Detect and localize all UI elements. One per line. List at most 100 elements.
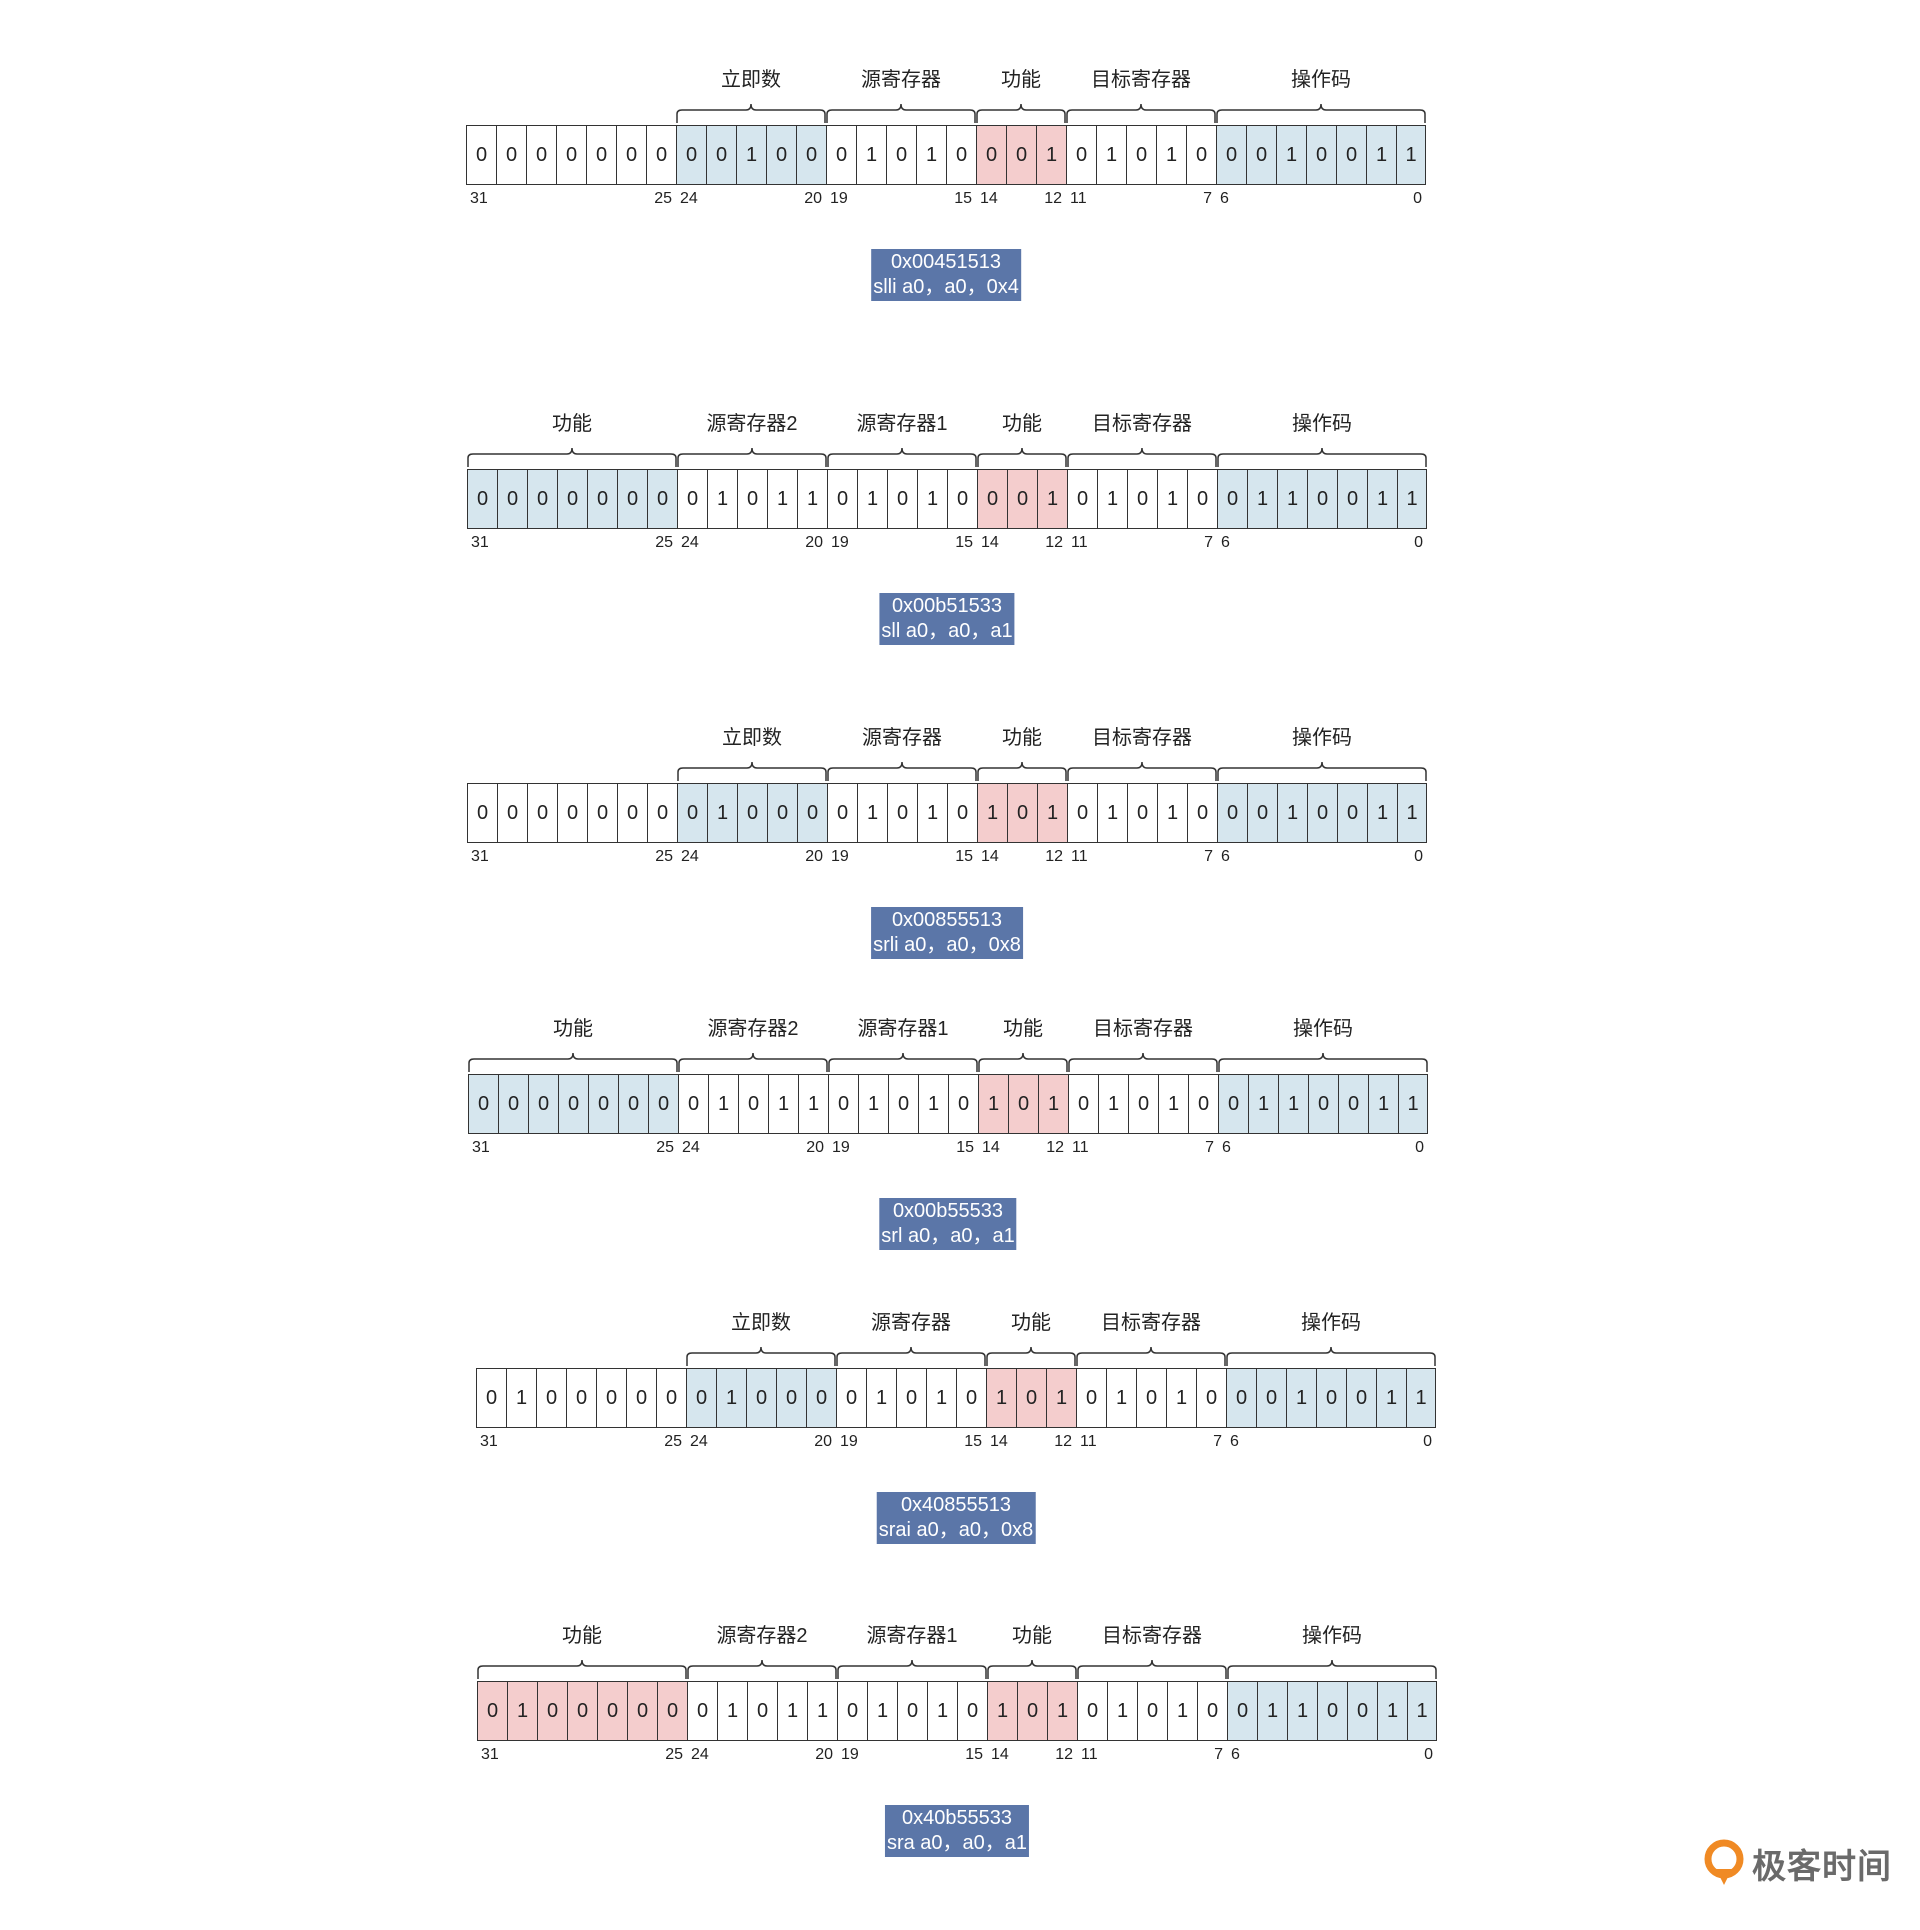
bit-cell: 0: [466, 125, 496, 185]
bit-cell: 1: [917, 783, 947, 843]
bit-cell: 0: [498, 1074, 528, 1134]
field-brace: [1068, 1052, 1218, 1072]
bit-cell: 0: [837, 1681, 867, 1741]
bit-cell: 1: [1367, 469, 1397, 529]
bit-index-label: 31: [472, 1139, 490, 1156]
bit-cell: 1: [1097, 469, 1127, 529]
bit-cell: 0: [587, 469, 617, 529]
bit-index-label: 12: [1054, 1433, 1072, 1450]
bit-cell: 1: [987, 1681, 1017, 1741]
bit-cell: 0: [1256, 1368, 1286, 1428]
bit-cell: 1: [1406, 1368, 1436, 1428]
bit-cell: 1: [708, 1074, 738, 1134]
field-braces: [686, 1346, 1436, 1366]
bit-cell: 0: [947, 469, 977, 529]
bit-cell: 1: [1376, 1368, 1406, 1428]
bit-cell: 1: [1287, 1681, 1317, 1741]
bit-cell: 1: [1047, 1681, 1077, 1741]
bit-cell: 1: [1377, 1681, 1407, 1741]
bit-cell: 1: [856, 125, 886, 185]
bit-cell: 1: [1276, 125, 1306, 185]
bit-cell: 0: [737, 783, 767, 843]
bit-cell: 0: [737, 469, 767, 529]
field-brace: [687, 1659, 837, 1679]
bit-index-label: 31: [471, 848, 489, 865]
bit-index-label: 20: [805, 848, 823, 865]
hex-encoding: 0x00451513: [890, 251, 1002, 273]
bit-cell: 0: [557, 469, 587, 529]
bit-cell: 1: [1167, 1681, 1197, 1741]
bit-cell: 0: [1126, 125, 1156, 185]
bit-index-label: 11: [1070, 190, 1087, 207]
bit-cell: 0: [1188, 1074, 1218, 1134]
field-brace: [837, 1659, 987, 1679]
bit-cell: 0: [677, 783, 707, 843]
field-label: 源寄存器: [861, 69, 941, 91]
field-brace: [686, 1346, 836, 1366]
field-label: 源寄存器1: [866, 1625, 958, 1647]
bit-index-label: 7: [1205, 1139, 1214, 1156]
bit-cell: 0: [767, 783, 797, 843]
bit-cell: 1: [1277, 469, 1307, 529]
field-label: 操作码: [1292, 727, 1352, 749]
bit-cell: 1: [1157, 469, 1187, 529]
bit-index-label: 19: [841, 1746, 859, 1763]
bit-cell: 0: [586, 125, 616, 185]
bit-cell: 0: [1307, 783, 1337, 843]
bit-index-label: 12: [1045, 848, 1063, 865]
bit-cell: 0: [1227, 1681, 1257, 1741]
bit-cell: 0: [1306, 125, 1336, 185]
bit-cell: 0: [1307, 469, 1337, 529]
bit-cell: 0: [1127, 783, 1157, 843]
bit-cell: 0: [536, 1368, 566, 1428]
field-label: 源寄存器1: [857, 1018, 949, 1040]
bit-cell: 0: [657, 1681, 687, 1741]
bit-index-label: 20: [805, 534, 823, 551]
watermark: 极客时间: [1702, 1838, 1892, 1888]
bit-cell: 1: [736, 125, 766, 185]
field-label: 操作码: [1301, 1312, 1361, 1334]
field-braces: [477, 1659, 1437, 1679]
bit-index-label: 31: [470, 190, 488, 207]
bit-cell: 0: [1016, 1368, 1046, 1428]
field-braces: [676, 103, 1426, 123]
assembly-text: srli a0，a0，0x8: [873, 934, 1021, 956]
bit-cell: 0: [1127, 469, 1157, 529]
bit-cell: 0: [796, 125, 826, 185]
field-brace: [467, 447, 677, 467]
field-label: 操作码: [1292, 413, 1352, 435]
bit-cell: 0: [947, 783, 977, 843]
bit-index-label: 15: [954, 190, 972, 207]
bit-cell: 1: [777, 1681, 807, 1741]
bit-cell: 0: [1128, 1074, 1158, 1134]
field-label: 源寄存器2: [707, 1018, 799, 1040]
bit-cell: 0: [1347, 1681, 1377, 1741]
field-label: 操作码: [1293, 1018, 1353, 1040]
field-label: 功能: [1002, 413, 1042, 435]
bit-cell: 1: [798, 1074, 828, 1134]
bit-index-label: 14: [991, 1746, 1009, 1763]
bit-index-label: 31: [471, 534, 489, 551]
bit-cell: 0: [1006, 125, 1036, 185]
bit-index-label: 7: [1213, 1433, 1222, 1450]
field-brace: [677, 447, 827, 467]
field-label: 目标寄存器: [1093, 1018, 1193, 1040]
bit-cell: 1: [858, 1074, 888, 1134]
bit-cell: 0: [1336, 125, 1366, 185]
bit-cell: 1: [926, 1368, 956, 1428]
assembly-text: slli a0，a0，0x4: [873, 276, 1019, 298]
bit-cell: 1: [707, 783, 737, 843]
assembly-text: srl a0，a0，a1: [881, 1225, 1015, 1247]
bit-cell: 0: [806, 1368, 836, 1428]
bit-cell: 0: [566, 1368, 596, 1428]
field-brace: [827, 761, 977, 781]
field-label: 操作码: [1302, 1625, 1362, 1647]
assembly-text: srai a0，a0，0x8: [878, 1519, 1034, 1541]
bit-index-label: 7: [1204, 534, 1213, 551]
bit-index-label: 19: [830, 190, 848, 207]
bit-cell: 0: [1197, 1681, 1227, 1741]
bit-cell: 1: [857, 783, 887, 843]
bit-index-label: 7: [1214, 1746, 1223, 1763]
